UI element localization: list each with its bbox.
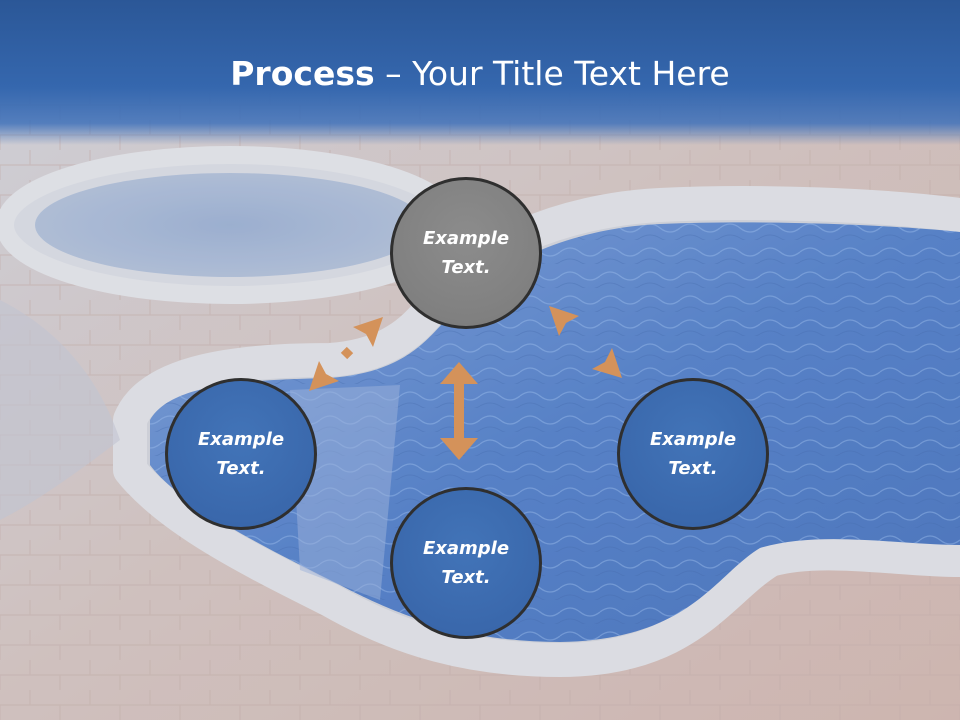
double-headed-arrow-icon [440, 362, 478, 460]
title-bar [0, 0, 960, 145]
node-line-2: Text. [216, 458, 266, 479]
node-line-1: Example [649, 429, 737, 450]
double-headed-arrow-icon [309, 317, 383, 391]
title-bold-text: Process [230, 54, 375, 93]
title-regular-text: – Your Title Text Here [374, 54, 730, 93]
node-line-2: Text. [441, 567, 491, 588]
node-line-1: Example [422, 228, 510, 249]
node-line-1: Example [197, 429, 285, 450]
double-headed-arrow-icon [549, 306, 622, 378]
process-node-left[interactable]: Example Text. [165, 378, 317, 530]
slide-title: Process – Your Title Text Here [0, 52, 960, 96]
process-node-top[interactable]: Example Text. [390, 177, 542, 329]
node-line-1: Example [422, 538, 510, 559]
node-line-2: Text. [668, 458, 718, 479]
process-node-right[interactable]: Example Text. [617, 378, 769, 530]
node-line-2: Text. [441, 257, 491, 278]
process-node-bottom[interactable]: Example Text. [390, 487, 542, 639]
